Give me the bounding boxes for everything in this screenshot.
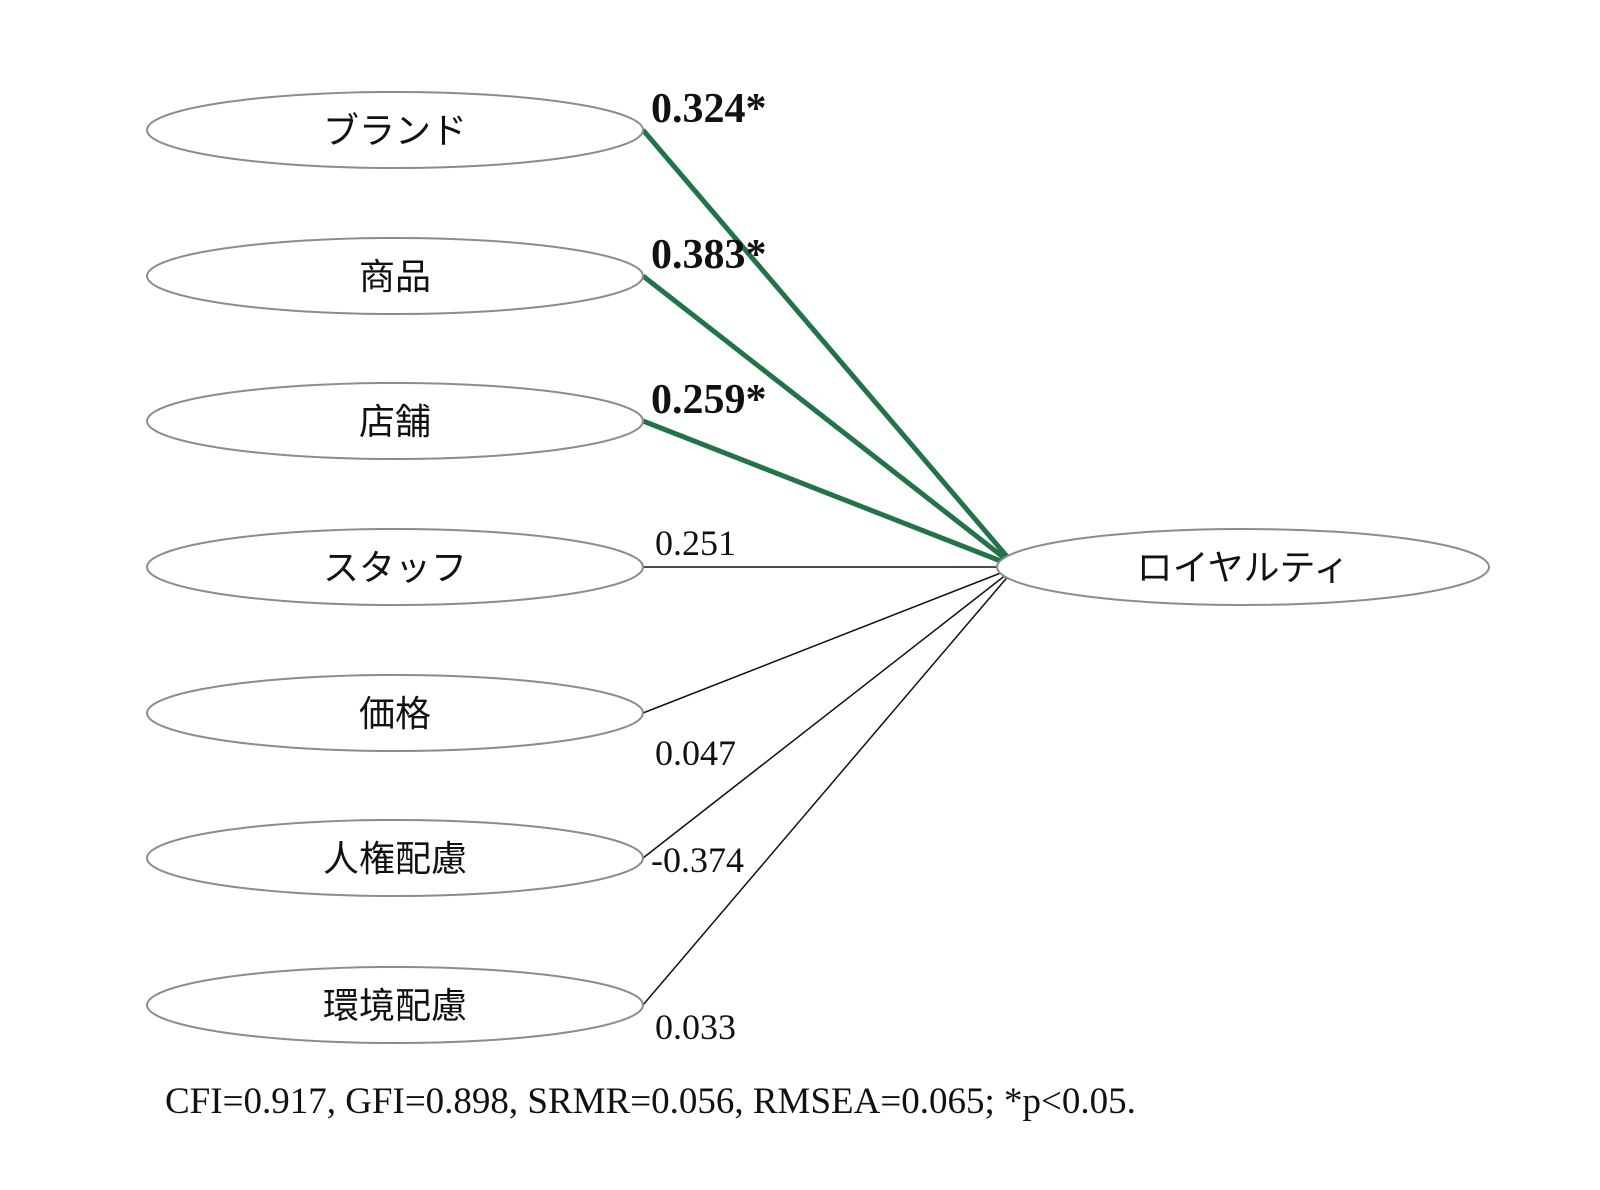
path-arrow <box>641 128 1018 569</box>
predictor-label: 環境配慮 <box>323 986 467 1027</box>
path-arrow <box>641 274 1018 569</box>
model-fit-note: CFI=0.917, GFI=0.898, SRMR=0.056, RMSEA=… <box>165 1081 1136 1122</box>
coefficients-layer: 0.324* 0.383* 0.259* 0.251 0.047 -0.374 0.033 <box>651 86 767 1047</box>
outcome-ellipse <box>996 528 1490 606</box>
predictor-label: 人権配慮 <box>323 839 467 880</box>
path-arrow <box>642 566 1017 859</box>
path-arrow <box>642 565 1017 714</box>
predictor-ellipse <box>146 382 644 460</box>
predictor-label: 価格 <box>359 694 431 735</box>
outcome-label: ロイヤルティ <box>1137 548 1350 589</box>
path-coefficient: 0.251 <box>655 523 736 563</box>
predictor-ellipse <box>146 674 644 752</box>
predictor-ellipse <box>146 237 644 315</box>
path-coefficient: 0.033 <box>655 1007 736 1047</box>
predictor-label: スタッフ <box>323 548 467 589</box>
predictor-ellipse <box>146 819 644 897</box>
path-coefficient: 0.259* <box>651 377 767 423</box>
path-coefficient: 0.383* <box>651 232 767 278</box>
predictor-label: 商品 <box>359 257 431 298</box>
predictor-ellipse <box>146 528 644 606</box>
path-coefficient: 0.047 <box>655 733 736 773</box>
paths-layer <box>641 128 1018 1006</box>
path-coefficient: -0.374 <box>651 840 744 880</box>
outcome-node: ロイヤルティ <box>996 528 1490 606</box>
predictor-label: 店舗 <box>359 402 431 443</box>
path-coefficient: 0.324* <box>651 86 767 132</box>
path-arrow <box>642 566 1017 1006</box>
predictor-label: ブランド <box>323 111 467 152</box>
predictor-ellipse <box>146 966 644 1044</box>
predictor-ellipse <box>146 91 644 169</box>
path-arrow <box>642 418 1017 570</box>
